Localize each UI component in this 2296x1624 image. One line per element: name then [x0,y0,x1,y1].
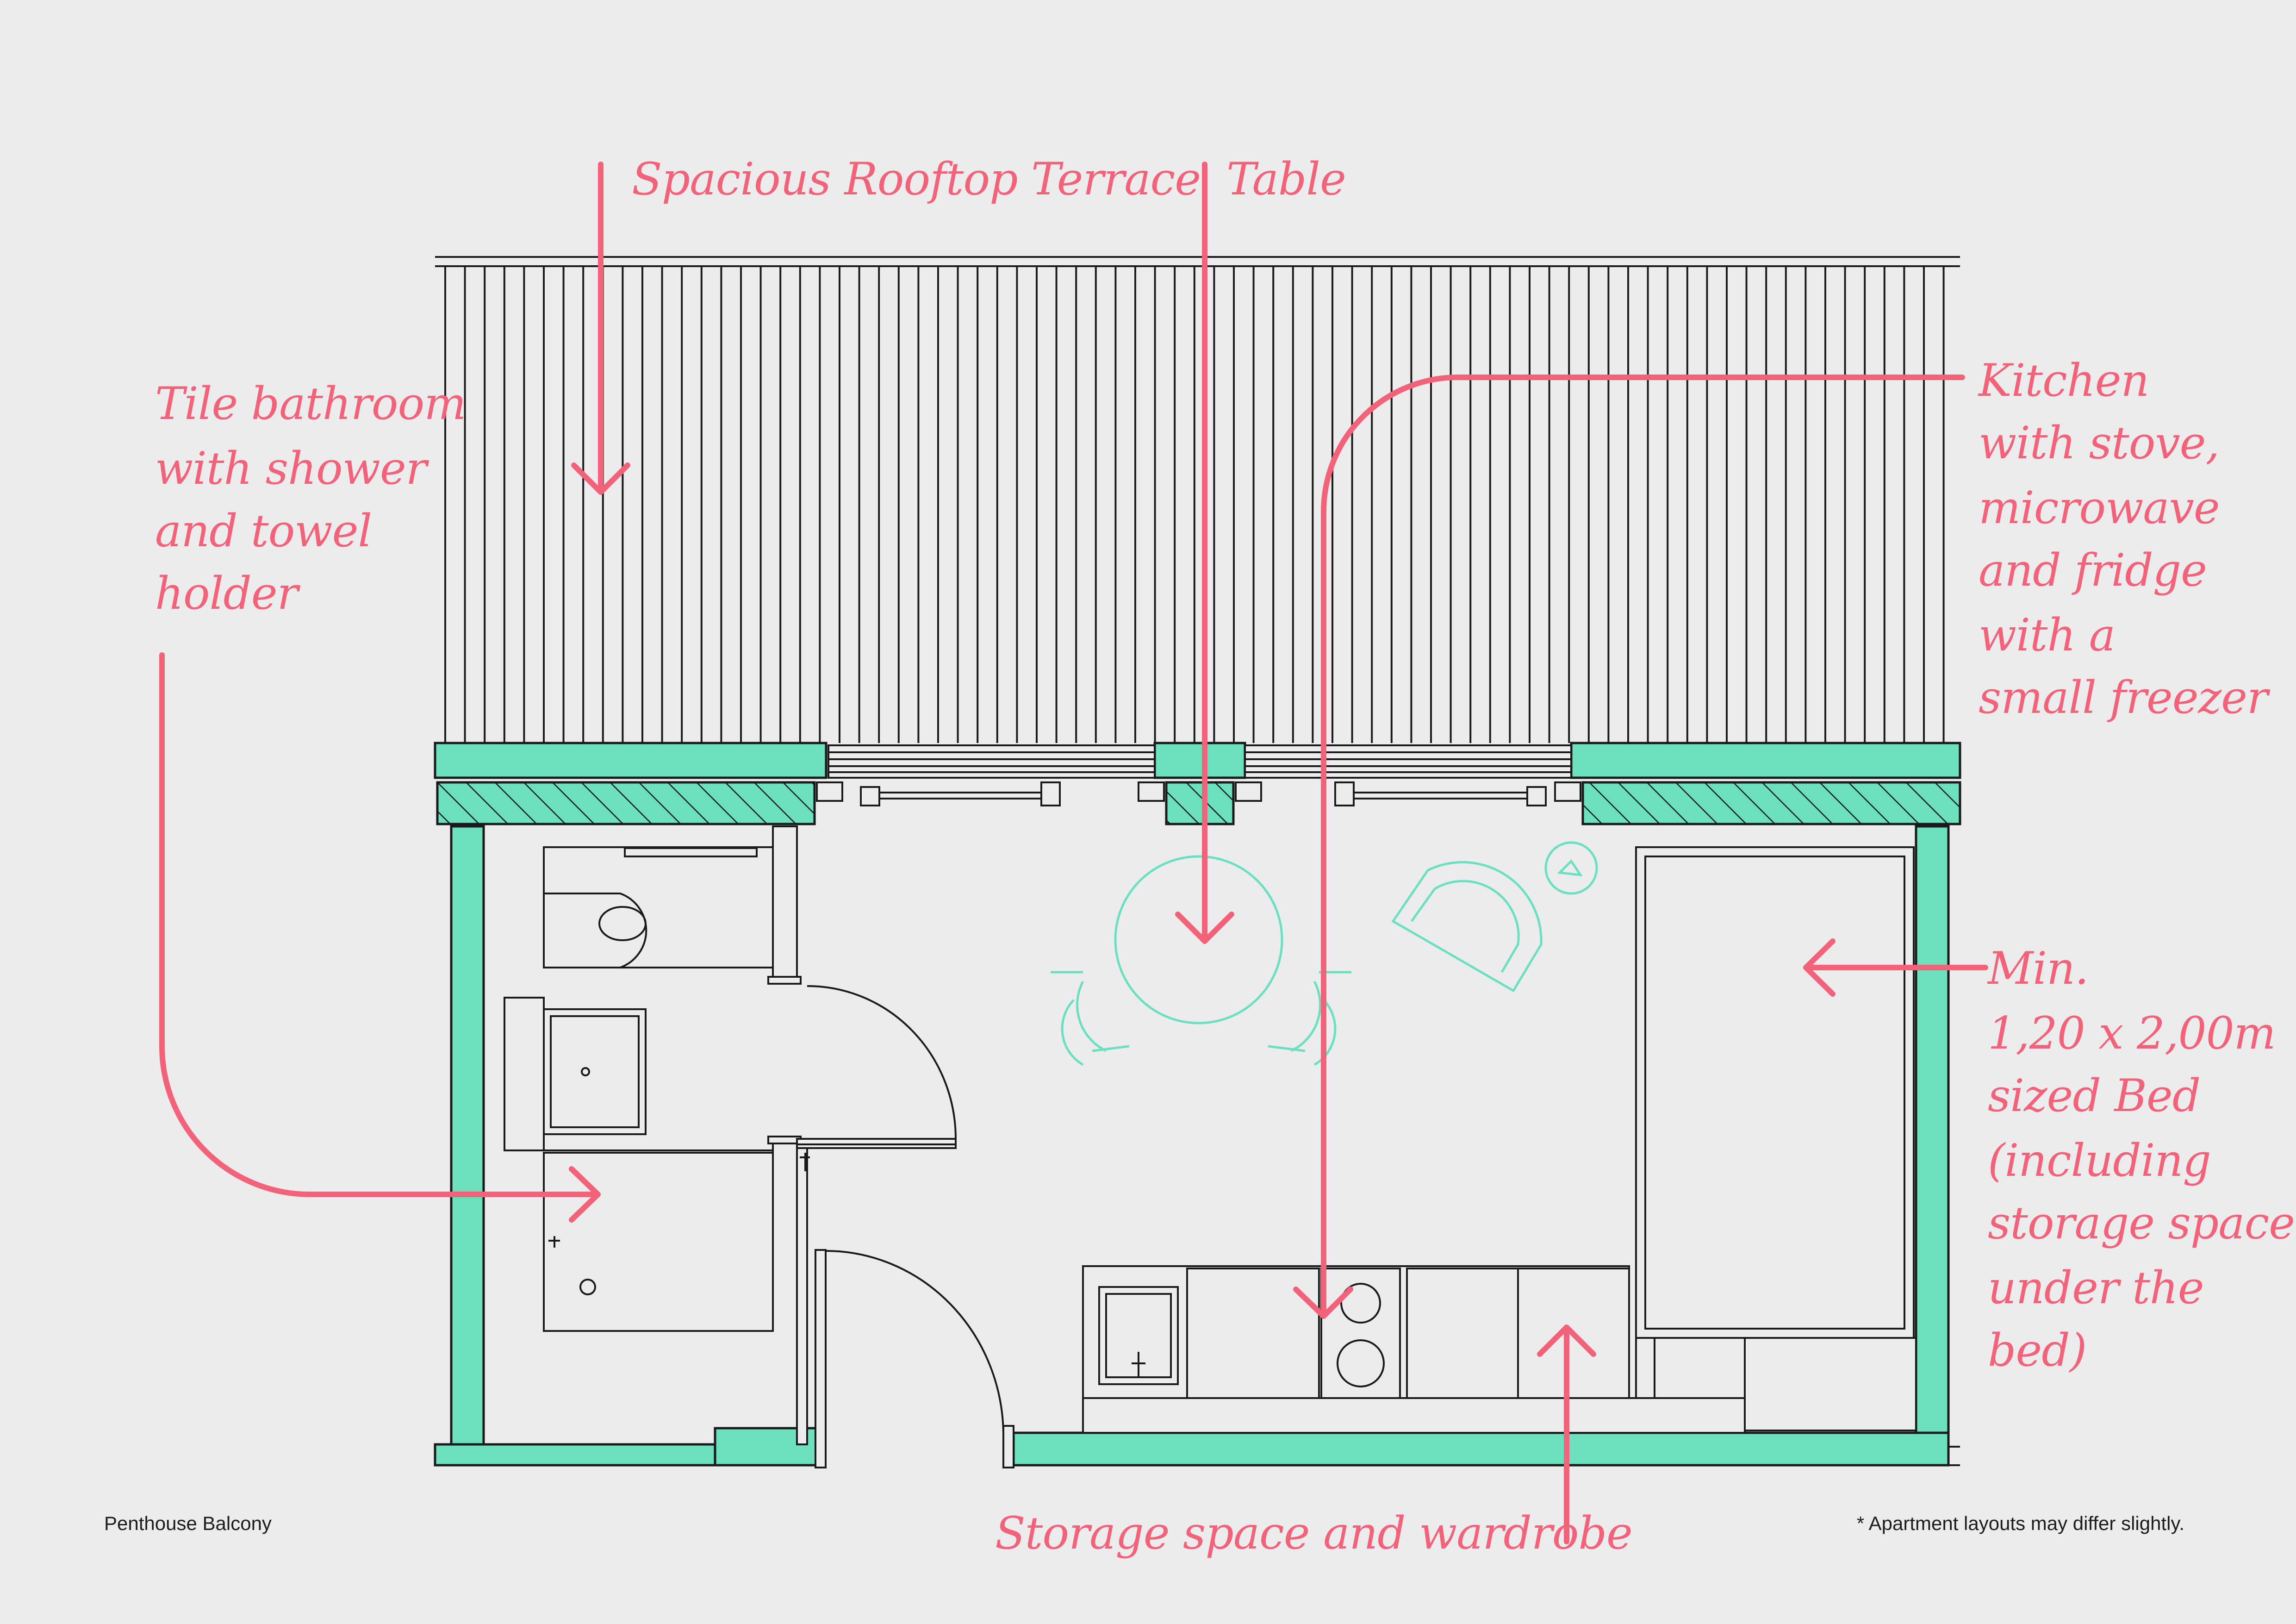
bathroom-annotation: Tile bathroom with shower and towel hold… [155,378,466,619]
kitchen-annotation-line: and fridge [1979,544,2207,596]
bed-annotation-line: bed) [1988,1324,2086,1376]
bathroom-annotation-line: Tile bathroom [155,378,466,430]
bathroom [483,825,957,1445]
bed-icon [1635,846,1917,1431]
shower-icon [543,1152,774,1332]
toilet-icon [543,846,774,968]
window-right [1235,744,1581,806]
bed-annotation-line: sized Bed [1988,1070,2200,1122]
bed-annotation-line: storage space [1988,1197,2295,1249]
kitchen-annotation: Kitchen with stove, microwave and fridge… [1978,355,2271,724]
kitchen-annotation-line: with stove, [1979,417,2219,469]
bed-annotation: Min. 1,20 x 2,00m sized Bed (including s… [1987,943,2295,1376]
table-annotation: Table [1226,153,1346,205]
kitchen-counter [1082,1265,1746,1434]
bed-annotation-line: 1,20 x 2,00m [1988,1007,2276,1059]
kitchen-annotation-line: microwave [1979,482,2220,534]
rooftop-terrace [435,256,1960,743]
kitchen-annotation-line: small freezer [1979,672,2271,724]
kitchen-annotation-line: Kitchen [1978,355,2149,406]
sink-icon [504,997,647,1151]
bathroom-annotation-line: and towel [155,505,372,557]
dining-table-icon [1051,855,1351,1066]
storage-annotation: Storage space and wardrobe [995,1507,1632,1559]
terrace-slats [444,266,1945,743]
bathroom-annotation-line: with shower [155,443,429,494]
kitchen-annotation-line: with a [1979,609,2115,661]
stove-icon [1320,1268,1401,1399]
layout-name: Penthouse Balcony [104,1512,272,1534]
disclaimer: * Apartment layouts may differ slightly. [1857,1512,2184,1534]
bed-annotation-line: Min. [1987,943,2088,994]
bathroom-annotation-line: holder [155,568,301,619]
entrance-door [815,1249,1014,1468]
annotation-arrows [159,162,1988,1544]
terrace-annotation: Spacious Rooftop Terrace [632,153,1201,205]
exterior-wall-top [434,742,1961,825]
armchair-icon [1391,841,1598,993]
bed-annotation-line: under the [1988,1262,2204,1314]
bed-annotation-line: (including [1988,1135,2211,1187]
window-left [816,744,1165,806]
